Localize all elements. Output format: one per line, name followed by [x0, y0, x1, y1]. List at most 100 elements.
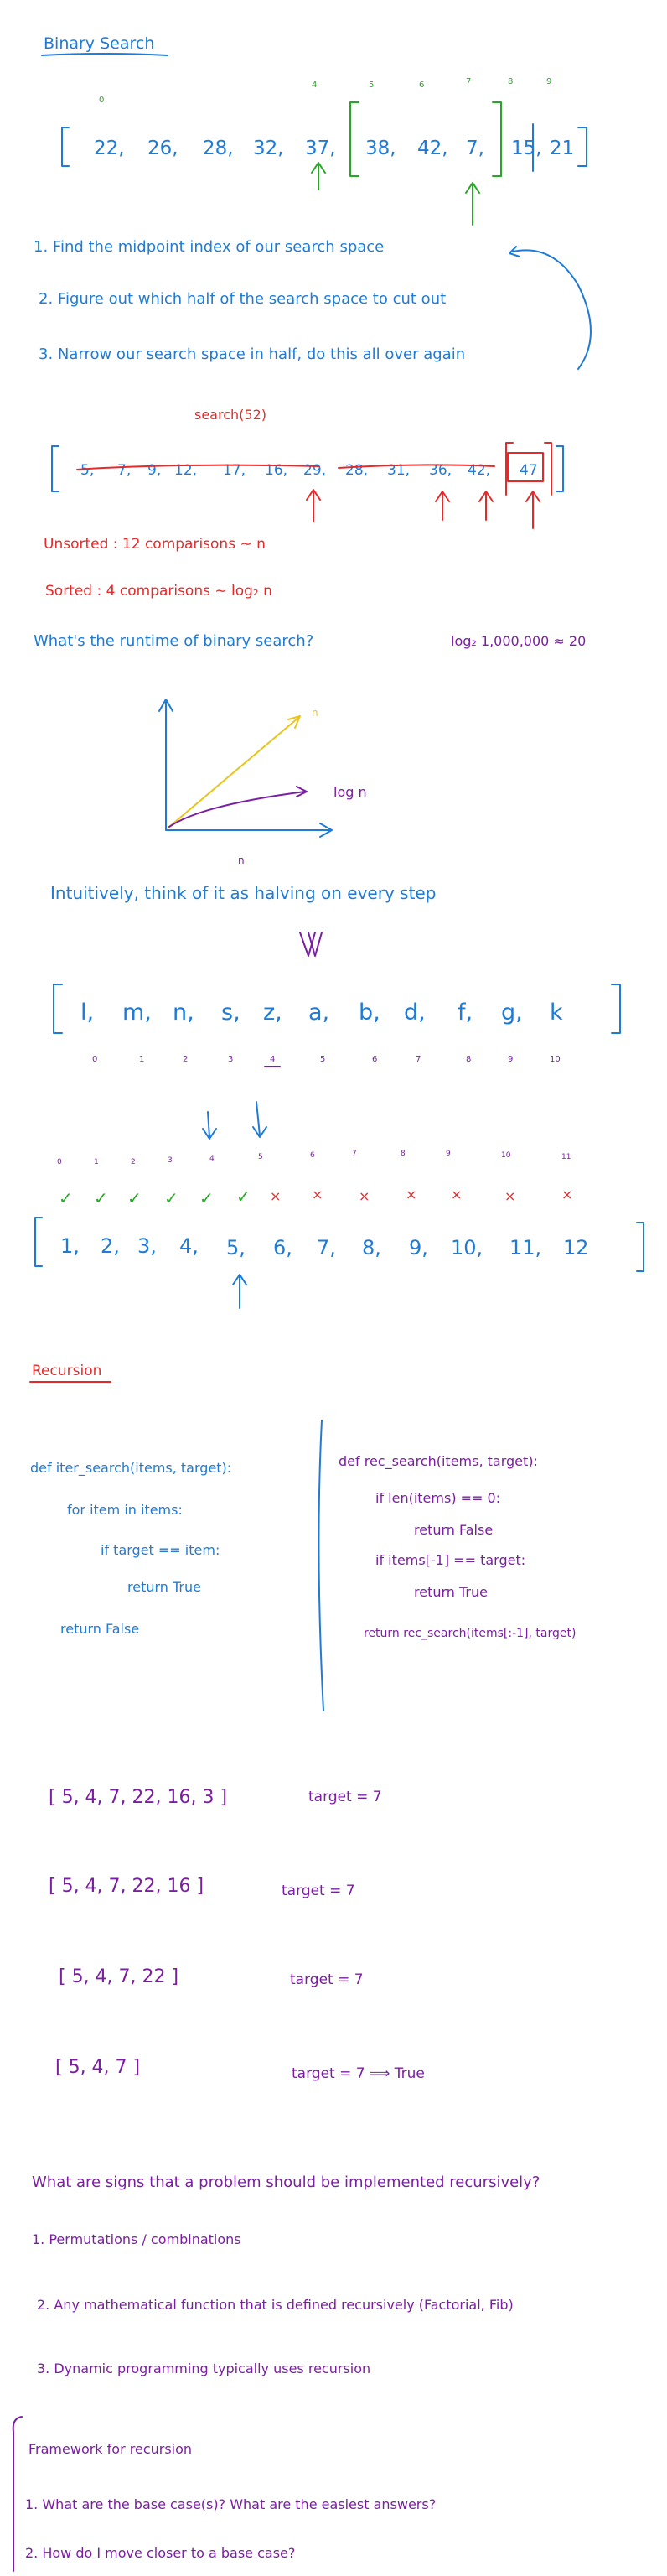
framework-1: 1. What are the base case(s)? What are t… [25, 2496, 436, 2512]
svg-text:3: 3 [228, 1055, 233, 1064]
array-right-bracket [577, 127, 587, 167]
search-left-bracket [51, 445, 59, 492]
label-logn: log n [334, 784, 367, 800]
strike-line-2 [338, 464, 495, 469]
svg-text:28,: 28, [203, 138, 234, 159]
svg-text:return rec_search(items[:-1],: return rec_search(items[:-1], target) [364, 1627, 576, 1640]
svg-text:21: 21 [550, 138, 574, 159]
svg-text:10,: 10, [451, 1236, 483, 1259]
svg-text:×: × [312, 1187, 323, 1202]
rec-search-code: def rec_search(items, target): if len(it… [339, 1453, 576, 1640]
svg-text:[ 5, 4, 7, 22, 16, 3 ]: [ 5, 4, 7, 22, 16, 3 ] [49, 1787, 227, 1808]
svg-text:4: 4 [209, 1155, 215, 1163]
svg-text:z,: z, [263, 1000, 282, 1026]
step-3: 3. Narrow our search space in half, do t… [39, 345, 465, 363]
svg-text:17,: 17, [223, 462, 246, 479]
svg-text:5,: 5, [226, 1236, 246, 1259]
red-arrow-3 [478, 491, 494, 521]
svg-text:10: 10 [501, 1151, 511, 1160]
framework-brace [12, 2416, 23, 2572]
x-axis [165, 823, 333, 838]
signs-question: What are signs that a problem should be … [32, 2174, 540, 2191]
svg-text:29,: 29, [303, 462, 326, 479]
log-equation: log₂ 1,000,000 ≈ 20 [451, 633, 586, 649]
blue-up-arrow [232, 1274, 247, 1309]
step-2: 2. Figure out which half of the search s… [39, 290, 446, 308]
svg-text:if len(items) == 0:: if len(items) == 0: [375, 1490, 500, 1506]
svg-text:×: × [270, 1188, 281, 1204]
number-indices: 0 1 2 3 4 5 6 7 8 9 10 11 [57, 1150, 571, 1166]
svg-text:28,: 28, [345, 462, 368, 479]
search-label: search(52) [194, 407, 266, 423]
svg-text:f,: f, [458, 1000, 473, 1026]
sorted-line: Sorted : 4 comparisons ∼ log₂ n [45, 583, 272, 600]
first-array: 22, 26, 28, 32, 37, 38, 42, 7, 15, 21 [94, 138, 574, 159]
green-left-bracket [349, 101, 359, 177]
loop-arrow [509, 246, 592, 370]
svg-text:8: 8 [466, 1055, 471, 1064]
svg-text:target = 7: target = 7 [290, 1971, 364, 1988]
svg-text:5,: 5, [80, 462, 94, 479]
green-right-bracket [492, 101, 502, 177]
linear-curve [168, 715, 301, 828]
svg-text:[ 5, 4, 7, 22 ]: [ 5, 4, 7, 22 ] [59, 1966, 178, 1987]
svg-text:5: 5 [258, 1153, 263, 1161]
check-marks: ✓ ✓ ✓ ✓ ✓ ✓ [59, 1187, 251, 1208]
label-n: n [312, 707, 318, 719]
svg-text:4,: 4, [179, 1234, 199, 1258]
svg-text:7,: 7, [466, 138, 484, 159]
letters-array: l, m, n, s, z, a, b, d, f, g, k [80, 1000, 563, 1026]
purple-double-arrow [299, 932, 323, 957]
green-arrow-right [465, 182, 480, 226]
svg-text:✓: ✓ [199, 1188, 214, 1208]
letters-left-bracket [53, 984, 63, 1034]
search-right-bracket [556, 445, 564, 492]
svg-text:9: 9 [508, 1055, 513, 1064]
strike-line-1 [76, 464, 319, 470]
svg-text:42,: 42, [417, 138, 448, 159]
red-right-bracket [544, 442, 552, 496]
svg-text:return False: return False [60, 1621, 139, 1637]
svg-text:7: 7 [466, 77, 471, 86]
svg-text:s,: s, [221, 1000, 240, 1026]
svg-text:1,: 1, [60, 1234, 80, 1258]
svg-text:3,: 3, [137, 1234, 157, 1258]
svg-text:42,: 42, [468, 462, 490, 479]
svg-text:7: 7 [352, 1150, 357, 1158]
svg-text:5: 5 [369, 80, 374, 90]
svg-text:b,: b, [359, 1000, 380, 1026]
svg-text:11: 11 [561, 1153, 571, 1161]
svg-text:0: 0 [92, 1055, 97, 1064]
svg-text:6: 6 [419, 80, 424, 90]
svg-text:target = 7: target = 7 [308, 1789, 382, 1805]
svg-text:8,: 8, [362, 1236, 381, 1259]
svg-text:2: 2 [183, 1055, 188, 1064]
svg-text:✓: ✓ [164, 1188, 178, 1208]
svg-text:11,: 11, [509, 1236, 541, 1259]
svg-text:×: × [451, 1187, 462, 1202]
svg-text:10: 10 [550, 1055, 561, 1064]
red-arrow-2 [435, 491, 450, 521]
svg-text:5: 5 [320, 1055, 325, 1064]
svg-text:36,: 36, [429, 462, 452, 479]
svg-text:1: 1 [94, 1158, 99, 1166]
svg-text:8: 8 [401, 1150, 406, 1158]
framework-title: Framework for recursion [28, 2441, 192, 2457]
numbers-array: 1, 2, 3, 4, 5, 6, 7, 8, 9, 10, 11, 12 [60, 1234, 589, 1259]
array-left-bracket [61, 127, 70, 167]
svg-text:0: 0 [99, 96, 104, 105]
found-box [507, 452, 544, 482]
svg-text:×: × [359, 1188, 370, 1204]
svg-text:9,: 9, [147, 462, 161, 479]
svg-text:def iter_search(items, target): def iter_search(items, target): [30, 1460, 231, 1477]
green-arrow-mid [311, 162, 326, 190]
svg-text:0: 0 [57, 1158, 62, 1166]
recursion-trace: [ 5, 4, 7, 22, 16, 3 ] target = 7 [ 5, 4… [49, 1787, 425, 2082]
svg-text:if items[-1] == target:: if items[-1] == target: [375, 1552, 525, 1568]
svg-text:9,: 9, [409, 1236, 428, 1259]
svg-text:2: 2 [131, 1158, 136, 1166]
letters-right-bracket [611, 984, 621, 1034]
iter-search-code: def iter_search(items, target): for item… [30, 1460, 231, 1637]
svg-text:✓: ✓ [59, 1188, 73, 1208]
